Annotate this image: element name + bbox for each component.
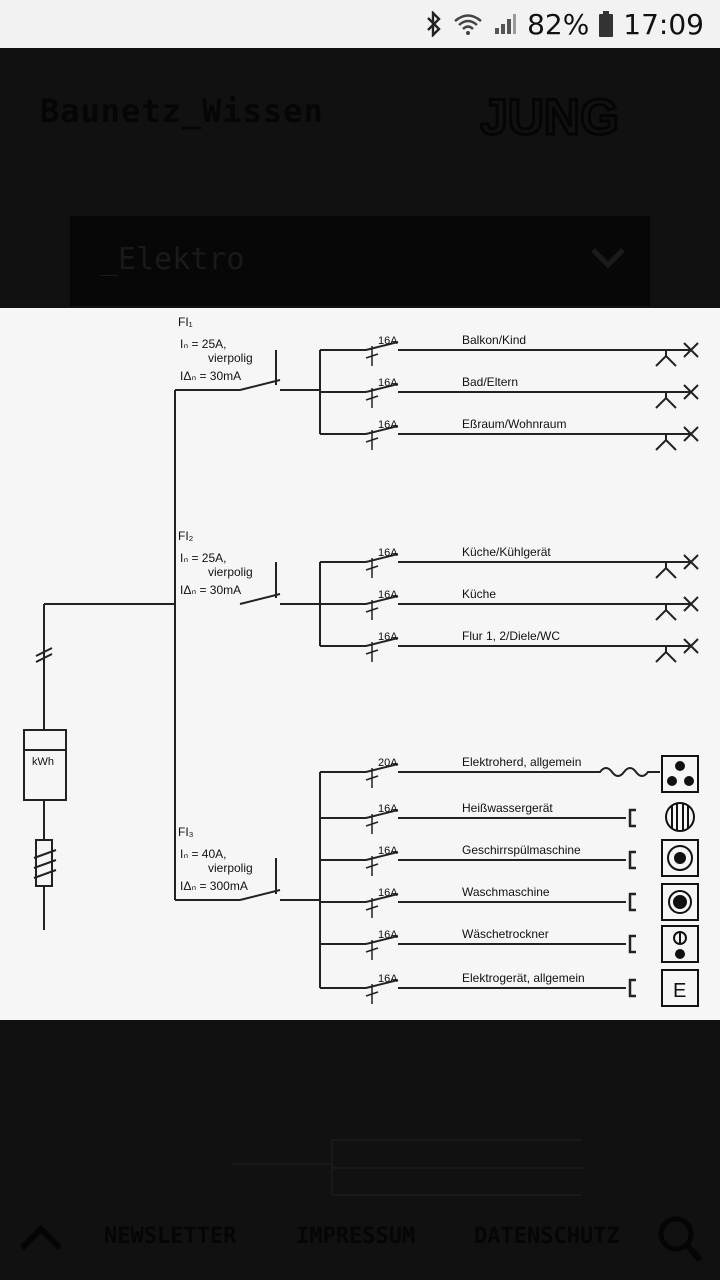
category-select-value: _Elektro — [100, 242, 245, 277]
washer-symbol — [661, 883, 699, 921]
general-appliance-label: E — [673, 980, 686, 1002]
wifi-icon — [453, 12, 483, 36]
signal-icon — [493, 12, 517, 36]
circuit-name: Bad/Eltern — [462, 375, 518, 389]
stove-symbol — [661, 755, 699, 793]
circuit-name: Eßraum/Wohnraum — [462, 417, 566, 431]
circuit-4: 16A Küche/Kühlgerät — [320, 545, 699, 579]
logo-text: JUNG — [480, 92, 619, 140]
fi-1-residual: IΔₙ = 30mA — [180, 369, 241, 383]
clock: 17:09 — [623, 7, 704, 41]
category-select[interactable]: _Elektro — [70, 216, 650, 306]
diagram-thumbnail — [232, 1139, 582, 1196]
fi-2-label: FI₂ — [178, 529, 194, 543]
circuit-6: 16A Flur 1, 2/Diele/WC — [320, 629, 699, 663]
fi-1-poles: vierpolig — [208, 351, 253, 365]
fi-3-poles: vierpolig — [208, 861, 253, 875]
circuit-rating: 16A — [378, 803, 398, 815]
status-bar: 82% 17:09 — [0, 0, 720, 48]
fi-2-residual: IΔₙ = 30mA — [180, 583, 241, 597]
fi-3-label: FI₃ — [178, 825, 194, 839]
fi-1-current: Iₙ = 25A, — [180, 337, 226, 351]
circuit-rating: 20A — [378, 757, 398, 769]
footer-link-impressum[interactable]: IMPRESSUM — [296, 1224, 416, 1249]
circuit-rating: 16A — [378, 929, 398, 941]
fi-2-poles: vierpolig — [208, 565, 253, 579]
circuit-name: Waschmaschine — [462, 885, 550, 899]
fi-3-residual: IΔₙ = 300mA — [180, 879, 248, 893]
circuit-3: 16A Eßraum/Wohnraum — [320, 417, 699, 451]
circuit-name: Wäschetrockner — [462, 927, 549, 941]
circuit-rating: 16A — [378, 845, 398, 857]
circuit-rating: 16A — [378, 589, 398, 601]
circuit-rating: 16A — [378, 887, 398, 899]
jung-logo[interactable]: JUNG — [479, 88, 660, 147]
circuit-5: 16A Küche — [320, 587, 699, 621]
dryer-symbol — [661, 925, 699, 963]
circuit-rating: 16A — [378, 973, 398, 985]
circuit-name: Heißwassergerät — [462, 801, 553, 815]
circuit-11: 16A Wäschetrockner — [320, 927, 636, 960]
fi-3-current: Iₙ = 40A, — [180, 847, 226, 861]
fi-2-current: Iₙ = 25A, — [180, 551, 226, 565]
circuit-7: 20A Elektroherd, allgemein — [320, 755, 660, 788]
meter-label: kWh — [32, 756, 54, 768]
circuit-name: Küche/Kühlgerät — [462, 545, 551, 559]
circuit-name: Küche — [462, 587, 496, 601]
search-icon[interactable] — [656, 1214, 704, 1271]
circuit-name: Balkon/Kind — [462, 333, 526, 347]
circuit-8: 16A Heißwassergerät — [320, 801, 636, 834]
circuit-rating: 16A — [378, 377, 398, 389]
fi-1-label: FI₁ — [178, 315, 193, 329]
general-appliance-symbol — [661, 969, 699, 1007]
circuit-name: Elektrogerät, allgemein — [462, 971, 585, 985]
circuit-name: Elektroherd, allgemein — [462, 755, 581, 769]
footer-link-newsletter[interactable]: NEWSLETTER — [104, 1224, 237, 1249]
site-brand[interactable]: Baunetz_Wissen — [40, 92, 324, 130]
circuit-rating: 16A — [378, 547, 398, 559]
circuit-rating: 16A — [378, 631, 398, 643]
circuit-12: 16A Elektrogerät, allgemein — [320, 971, 636, 1004]
circuit-rating: 16A — [378, 419, 398, 431]
circuit-name: Flur 1, 2/Diele/WC — [462, 629, 560, 643]
dishwasher-symbol — [661, 839, 699, 877]
battery-icon — [599, 11, 614, 37]
scroll-up-icon[interactable] — [18, 1222, 64, 1257]
footer — [0, 1020, 720, 1280]
chevron-down-icon — [591, 248, 625, 269]
battery-percent: 82% — [527, 7, 590, 41]
circuit-name: Geschirrspülmaschine — [462, 843, 581, 857]
bluetooth-icon — [425, 11, 443, 37]
boiler-symbol — [665, 802, 695, 832]
footer-link-datenschutz[interactable]: DATENSCHUTZ — [474, 1224, 620, 1249]
status-icons: 82% 17:09 — [425, 0, 704, 48]
circuit-2: 16A Bad/Eltern — [320, 375, 699, 409]
circuit-rating: 16A — [378, 335, 398, 347]
circuit-10: 16A Waschmaschine — [320, 885, 636, 918]
circuit-1: 16A Balkon/Kind — [320, 333, 699, 367]
circuit-9: 16A Geschirrspülmaschine — [320, 843, 636, 876]
